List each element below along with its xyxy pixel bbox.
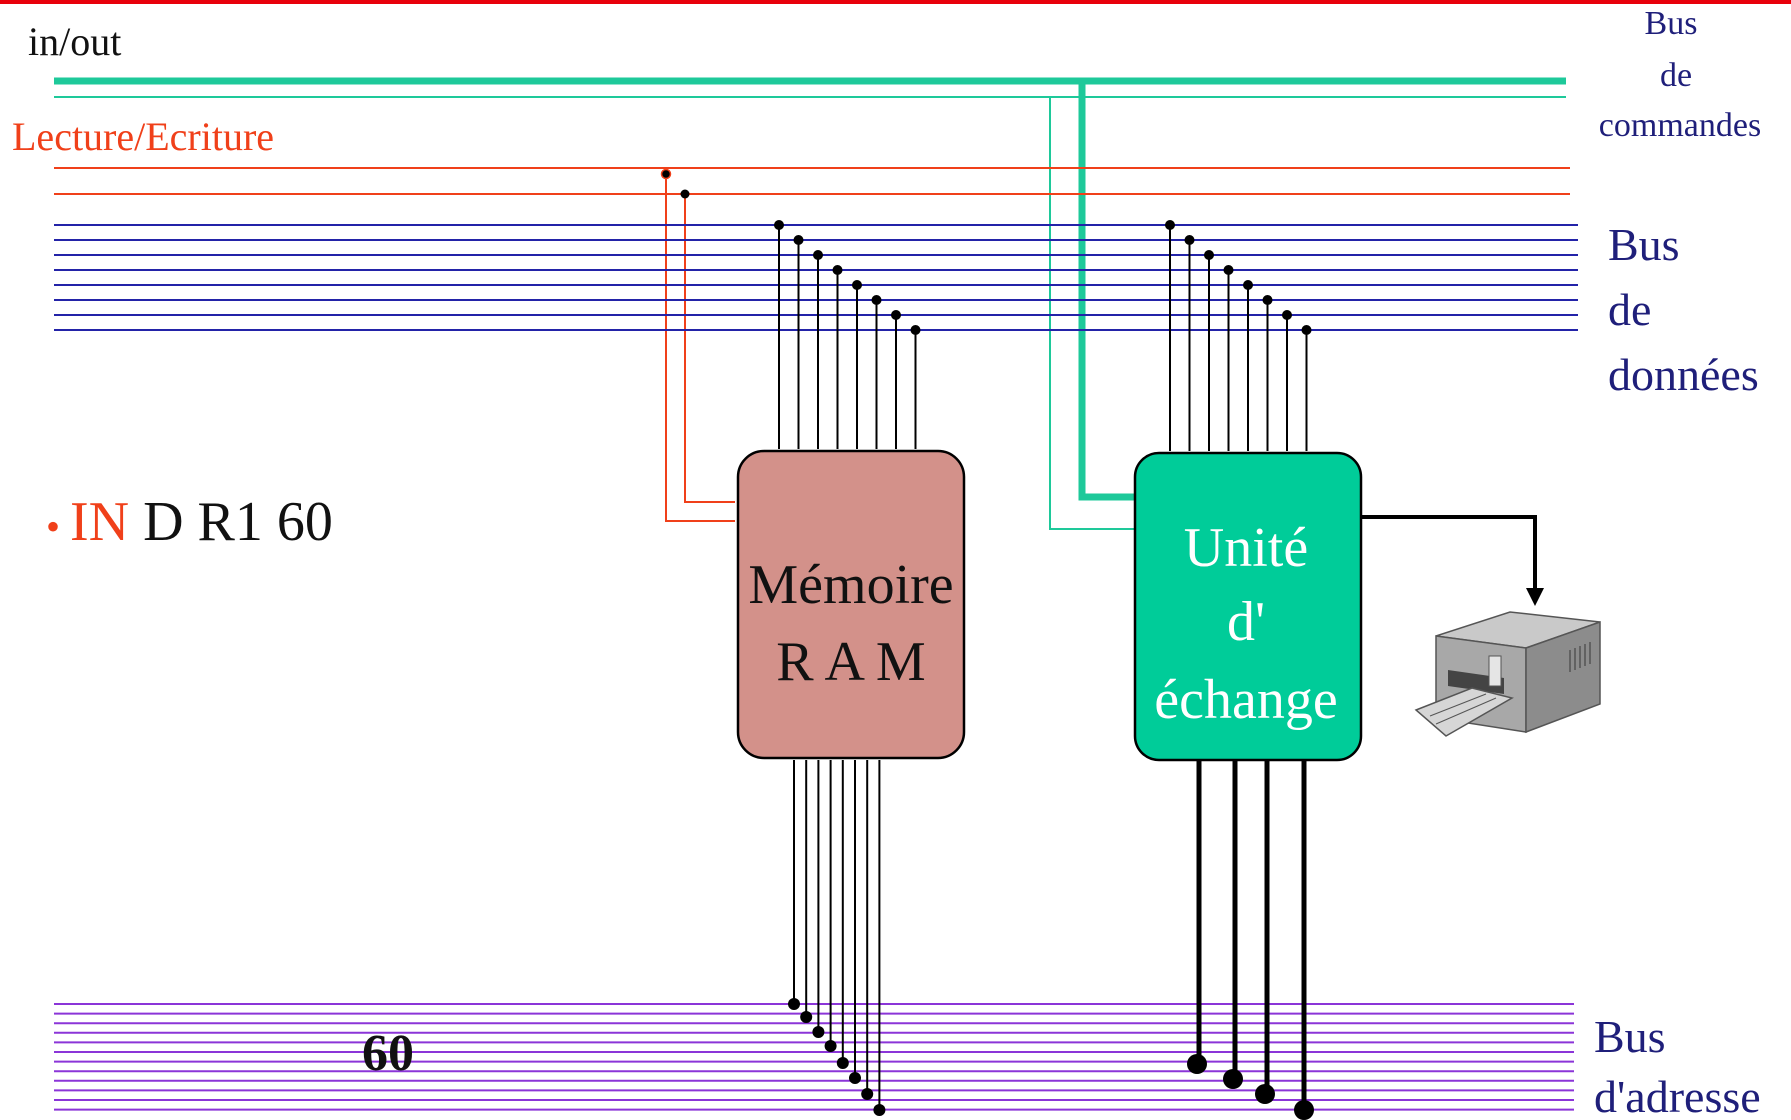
- data-bus-taps: [774, 220, 1312, 451]
- memory-ram-block: Mémoire R A M: [736, 449, 966, 760]
- address-bus: [54, 1003, 1574, 1111]
- memory-address-node-5: [836, 1057, 849, 1069]
- exchange-data-node-3: [1204, 250, 1214, 260]
- memory-data-node-1: [774, 220, 784, 230]
- memory-data-node-5: [852, 280, 862, 290]
- rw-junction-1: [660, 168, 672, 180]
- in-out-to-exchange-wire: [1078, 81, 1135, 501]
- memory-address-node-3: [812, 1026, 825, 1038]
- exchange-unit-box: [1133, 451, 1363, 762]
- bus-commandes-line3: commandes: [1599, 107, 1761, 144]
- address-value-label: 60: [362, 1025, 414, 1082]
- printer-panel: [1488, 655, 1502, 687]
- address-bus-taps: [788, 760, 886, 1116]
- printer-side-face: [1525, 620, 1601, 734]
- exchange-addr-node-2: [1223, 1069, 1243, 1089]
- exchange-label-line1: Unité: [1184, 517, 1308, 579]
- memory-address-node-1: [788, 998, 800, 1010]
- exchange-addr-node-1: [1187, 1054, 1207, 1074]
- bus-donnees-label: Bus de données: [1608, 219, 1759, 400]
- bus-commandes-line2: de: [1660, 57, 1692, 94]
- exchange-label-line3: échange: [1154, 669, 1337, 731]
- top-border: [0, 0, 1791, 4]
- bus-donnees-line1: Bus: [1608, 219, 1680, 270]
- bus-adresse-line2: d'adresse: [1594, 1071, 1761, 1120]
- printer-link-arrowhead: [1526, 588, 1544, 606]
- in-out-label: in/out: [28, 19, 121, 64]
- bus-commandes-line1: Bus: [1645, 5, 1698, 42]
- exchange-data-node-7: [1282, 310, 1292, 320]
- rw-wire-1: [665, 174, 735, 522]
- exchange-data-node-1: [1165, 220, 1175, 230]
- memory-label-line1: Mémoire: [748, 554, 953, 616]
- data-bus: [54, 224, 1578, 331]
- memory-data-node-7: [891, 310, 901, 320]
- printer-icon: [1414, 611, 1601, 737]
- memory-data-node-4: [832, 265, 843, 275]
- memory-label-line2: R A M: [776, 631, 925, 693]
- rw-junction-2: [680, 189, 690, 199]
- bus-donnees-line3: données: [1608, 349, 1759, 400]
- memory-data-node-8: [910, 325, 921, 335]
- memory-ram-box: [736, 449, 966, 760]
- lecture-ecriture-label: Lecture/Ecriture: [12, 114, 274, 159]
- exchange-data-node-6: [1262, 295, 1273, 305]
- bus-adresse-line1: Bus: [1594, 1011, 1666, 1062]
- memory-address-node-7: [861, 1088, 874, 1100]
- exchange-addr-node-4: [1294, 1100, 1314, 1120]
- exchange-data-node-8: [1301, 325, 1312, 335]
- memory-address-node-4: [824, 1040, 837, 1052]
- exchange-data-node-5: [1243, 280, 1253, 290]
- exchange-addr-node-3: [1255, 1084, 1275, 1104]
- instruction-opcode: IN: [70, 491, 129, 553]
- instruction-operands: D R1 60: [143, 491, 333, 553]
- exchange-to-printer-arrow: [1361, 515, 1544, 606]
- memory-data-node-3: [813, 250, 823, 260]
- memory-address-node-6: [849, 1072, 861, 1084]
- bus-adresse-label: Bus d'adresse: [1594, 1011, 1761, 1120]
- bus-commandes-label: Bus de commandes: [1599, 5, 1761, 144]
- exchange-address-wires: [1187, 760, 1314, 1120]
- bus-donnees-line2: de: [1608, 284, 1651, 335]
- command-thin-to-exchange-wire: [1049, 97, 1135, 530]
- printer-link-wire: [1361, 515, 1537, 592]
- memory-address-node-2: [800, 1011, 813, 1023]
- instruction-bullet: •: [46, 504, 60, 549]
- exchange-data-node-2: [1184, 235, 1195, 245]
- rw-wire-2: [684, 194, 735, 503]
- exchange-data-node-4: [1223, 265, 1234, 275]
- printer-vents: [1569, 642, 1591, 672]
- exchange-unit-block: Unité d' échange: [1133, 451, 1363, 762]
- read-write-lines: [54, 167, 1570, 522]
- memory-address-node-8: [873, 1104, 886, 1116]
- memory-data-node-6: [871, 295, 882, 305]
- memory-data-node-2: [793, 235, 804, 245]
- exchange-label-line2: d': [1227, 591, 1265, 653]
